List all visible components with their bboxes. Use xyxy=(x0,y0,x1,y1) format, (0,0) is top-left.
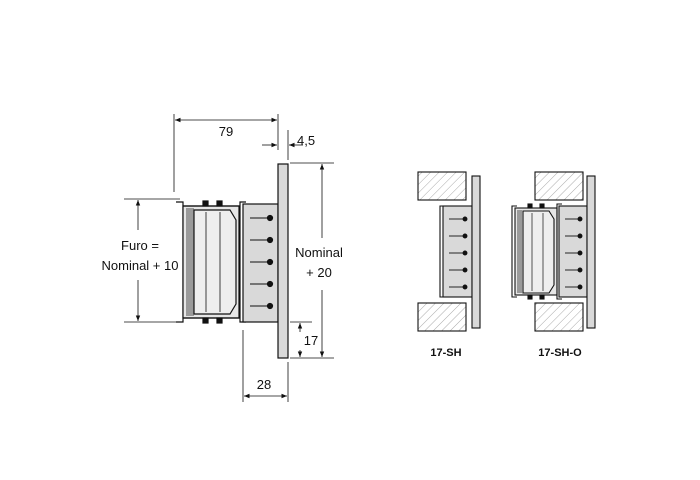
bracket xyxy=(439,205,444,298)
wall-top xyxy=(534,171,584,201)
dim-label-45: 4,5 xyxy=(297,133,315,148)
dim-label-79: 79 xyxy=(219,124,233,139)
dim-label-furo-2: Nominal + 10 xyxy=(102,258,179,273)
frame-right-bracket xyxy=(556,203,562,300)
frame-shadow xyxy=(517,210,522,293)
caption-17-sh-o: 17-SH-O xyxy=(538,347,582,359)
terminal-pins xyxy=(565,216,583,290)
stud xyxy=(527,294,533,300)
dim-label-furo-1: Furo = xyxy=(121,238,159,253)
dim-label-17: 17 xyxy=(304,333,318,348)
dim-label-nominal-1: Nominal xyxy=(295,245,343,260)
terminal-pins xyxy=(250,214,274,310)
stud-bottom-left xyxy=(202,317,209,324)
frame-shadow xyxy=(186,208,194,316)
main-side-view xyxy=(176,163,289,359)
dimension-lines xyxy=(124,114,334,402)
wall-bottom xyxy=(417,302,467,332)
damper-blades xyxy=(193,209,237,315)
variant-17-sh-o xyxy=(511,171,596,332)
terminal-pins xyxy=(449,216,468,290)
stud xyxy=(527,203,533,209)
faceplate xyxy=(277,163,289,359)
stud-top-right xyxy=(216,200,223,207)
dim-label-28: 28 xyxy=(257,377,271,392)
faceplate xyxy=(586,175,596,329)
frame-left-bracket xyxy=(511,205,517,298)
stud xyxy=(539,294,545,300)
terminal-block xyxy=(558,205,588,298)
variant-17-sh xyxy=(417,171,481,332)
stud-top-left xyxy=(202,200,209,207)
wall-top xyxy=(417,171,467,201)
wall-bottom xyxy=(534,302,584,332)
damper-blades xyxy=(522,210,555,294)
caption-17-sh: 17-SH xyxy=(430,347,461,359)
faceplate xyxy=(471,175,481,329)
stud xyxy=(539,203,545,209)
stud-bottom-right xyxy=(216,317,223,324)
dim-label-nominal-2: + 20 xyxy=(306,265,332,280)
terminal-block xyxy=(442,205,473,298)
